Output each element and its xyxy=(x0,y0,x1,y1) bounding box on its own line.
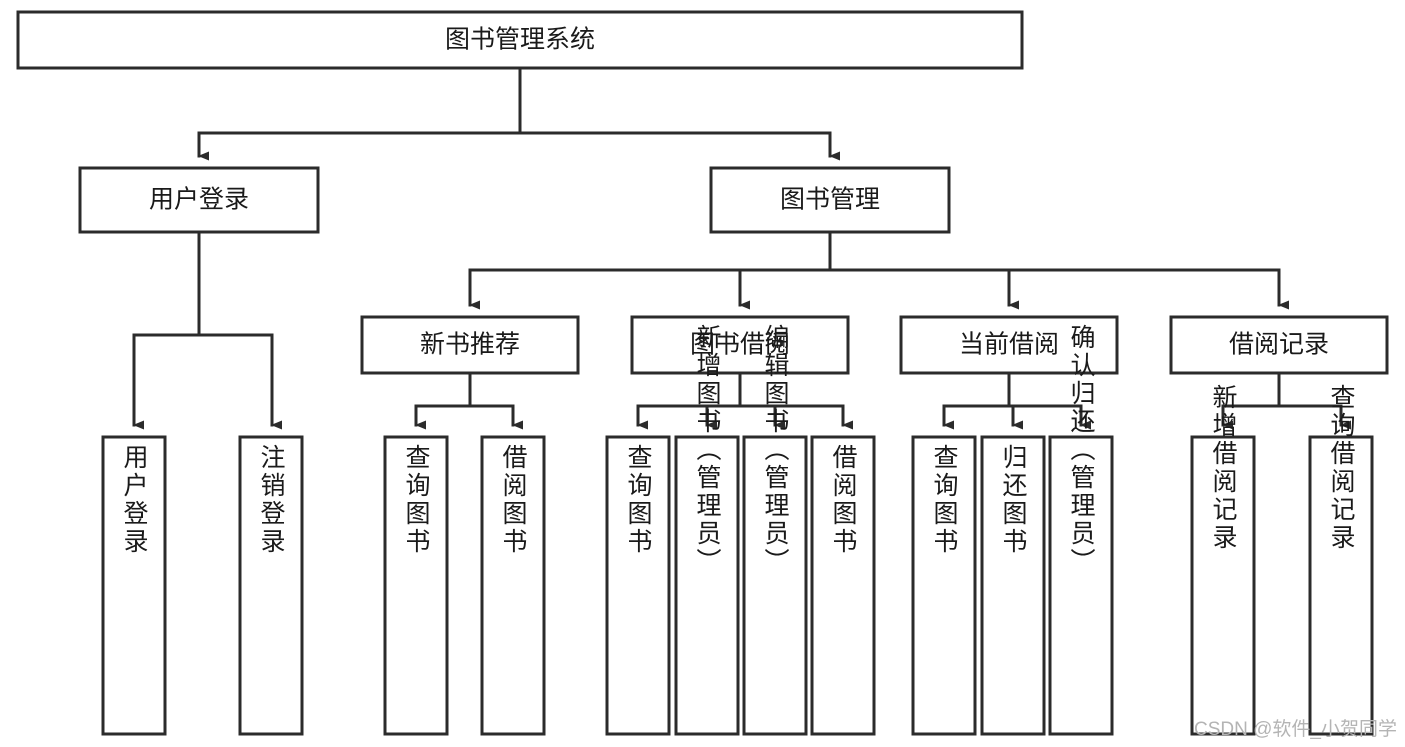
leaf-cb-confirm-return-admin[interactable]: 确认归还（管理员） xyxy=(1048,324,1114,736)
leaf-br-query-record-box[interactable] xyxy=(1308,435,1374,736)
leaf-cb-confirm-return-admin-label: 确认归还（管理员） xyxy=(1067,324,1096,576)
leaf-logout-label: 注销登录 xyxy=(257,444,286,556)
leaf-bb-query-book-label: 查询图书 xyxy=(624,444,653,556)
leaf-cb-confirm-return-admin-box[interactable] xyxy=(1048,435,1114,736)
leaf-cb-query-book[interactable]: 查询图书 xyxy=(911,435,977,736)
node-current-borrow-label: 当前借阅 xyxy=(959,331,1059,359)
connector-group-new-book-rec xyxy=(414,371,523,430)
node-user-login-label: 用户登录 xyxy=(149,186,249,214)
leaf-cb-query-book-box[interactable] xyxy=(911,435,977,736)
node-user-login[interactable]: 用户登录 xyxy=(78,166,320,234)
leaf-br-query-record[interactable]: 查询借阅记录 xyxy=(1308,384,1374,736)
leaf-bb-edit-book-admin[interactable]: 编辑图书（管理员） xyxy=(742,324,808,736)
csdn-watermark: CSDN @软件_小贺同学 xyxy=(1194,719,1397,740)
node-new-book-recommend-box[interactable] xyxy=(360,315,580,375)
node-book-manage[interactable]: 图书管理 xyxy=(709,166,951,234)
connector-group-borrow-record xyxy=(1221,371,1351,430)
leaf-br-query-record-label: 查询借阅记录 xyxy=(1327,384,1356,552)
node-borrow-record-box[interactable] xyxy=(1169,315,1389,375)
connector-group-current-borrow xyxy=(942,371,1091,430)
leaf-nbr-query-book-label: 查询图书 xyxy=(402,444,431,556)
node-current-borrow-box[interactable] xyxy=(899,315,1119,375)
leaf-nbr-query-book[interactable]: 查询图书 xyxy=(383,435,449,736)
leaf-bb-query-book[interactable]: 查询图书 xyxy=(605,435,671,736)
leaf-br-add-record-label: 新增借阅记录 xyxy=(1209,384,1238,552)
connector-group-user-login xyxy=(132,230,282,430)
node-root-label: 图书管理系统 xyxy=(445,26,595,54)
connector-group-root xyxy=(197,66,840,161)
node-current-borrow[interactable]: 当前借阅 xyxy=(899,315,1119,375)
node-book-borrow-label: 图书借阅 xyxy=(690,331,790,359)
leaf-nbr-query-book-box[interactable] xyxy=(383,435,449,736)
leaf-br-add-record-box[interactable] xyxy=(1190,435,1256,736)
connector-group-book-borrow xyxy=(636,371,853,430)
node-borrow-record[interactable]: 借阅记录 xyxy=(1169,315,1389,375)
leaf-logout-box[interactable] xyxy=(238,435,304,736)
node-book-manage-label: 图书管理 xyxy=(780,186,880,214)
leaf-cb-return-book-box[interactable] xyxy=(980,435,1046,736)
leaf-bb-borrow-book[interactable]: 借阅图书 xyxy=(810,435,876,736)
leaf-user-login-label: 用户登录 xyxy=(120,444,149,556)
leaf-bb-borrow-book-label: 借阅图书 xyxy=(829,444,858,556)
node-book-borrow[interactable]: 图书借阅 xyxy=(630,315,850,375)
node-root-box[interactable] xyxy=(16,10,1024,70)
node-new-book-recommend-label: 新书推荐 xyxy=(420,331,520,359)
leaf-bb-add-book-admin-box[interactable] xyxy=(674,435,740,736)
leaf-cb-return-book-label: 归还图书 xyxy=(999,444,1028,556)
node-new-book-recommend[interactable]: 新书推荐 xyxy=(360,315,580,375)
leaf-nbr-borrow-book-box[interactable] xyxy=(480,435,546,736)
node-borrow-record-label: 借阅记录 xyxy=(1229,331,1329,359)
node-book-manage-box[interactable] xyxy=(709,166,951,234)
connector-group-book-manage xyxy=(468,230,1289,310)
node-root[interactable]: 图书管理系统 xyxy=(16,10,1024,70)
leaf-nbr-borrow-book[interactable]: 借阅图书 xyxy=(480,435,546,736)
leaf-bb-edit-book-admin-box[interactable] xyxy=(742,435,808,736)
leaf-nbr-borrow-book-label: 借阅图书 xyxy=(499,444,528,556)
node-book-borrow-box[interactable] xyxy=(630,315,850,375)
leaf-br-add-record[interactable]: 新增借阅记录 xyxy=(1190,384,1256,736)
leaf-cb-return-book[interactable]: 归还图书 xyxy=(980,435,1046,736)
leaf-user-login-box[interactable] xyxy=(101,435,167,736)
leaf-logout[interactable]: 注销登录 xyxy=(238,435,304,736)
leaf-bb-add-book-admin-label: 新增图书（管理员） xyxy=(693,324,722,576)
leaf-bb-edit-book-admin-label: 编辑图书（管理员） xyxy=(761,324,790,576)
leaf-bb-borrow-book-box[interactable] xyxy=(810,435,876,736)
leaf-bb-add-book-admin[interactable]: 新增图书（管理员） xyxy=(674,324,740,736)
node-user-login-box[interactable] xyxy=(78,166,320,234)
leaf-cb-query-book-label: 查询图书 xyxy=(930,444,959,556)
leaf-bb-query-book-box[interactable] xyxy=(605,435,671,736)
leaf-user-login[interactable]: 用户登录 xyxy=(101,435,167,736)
